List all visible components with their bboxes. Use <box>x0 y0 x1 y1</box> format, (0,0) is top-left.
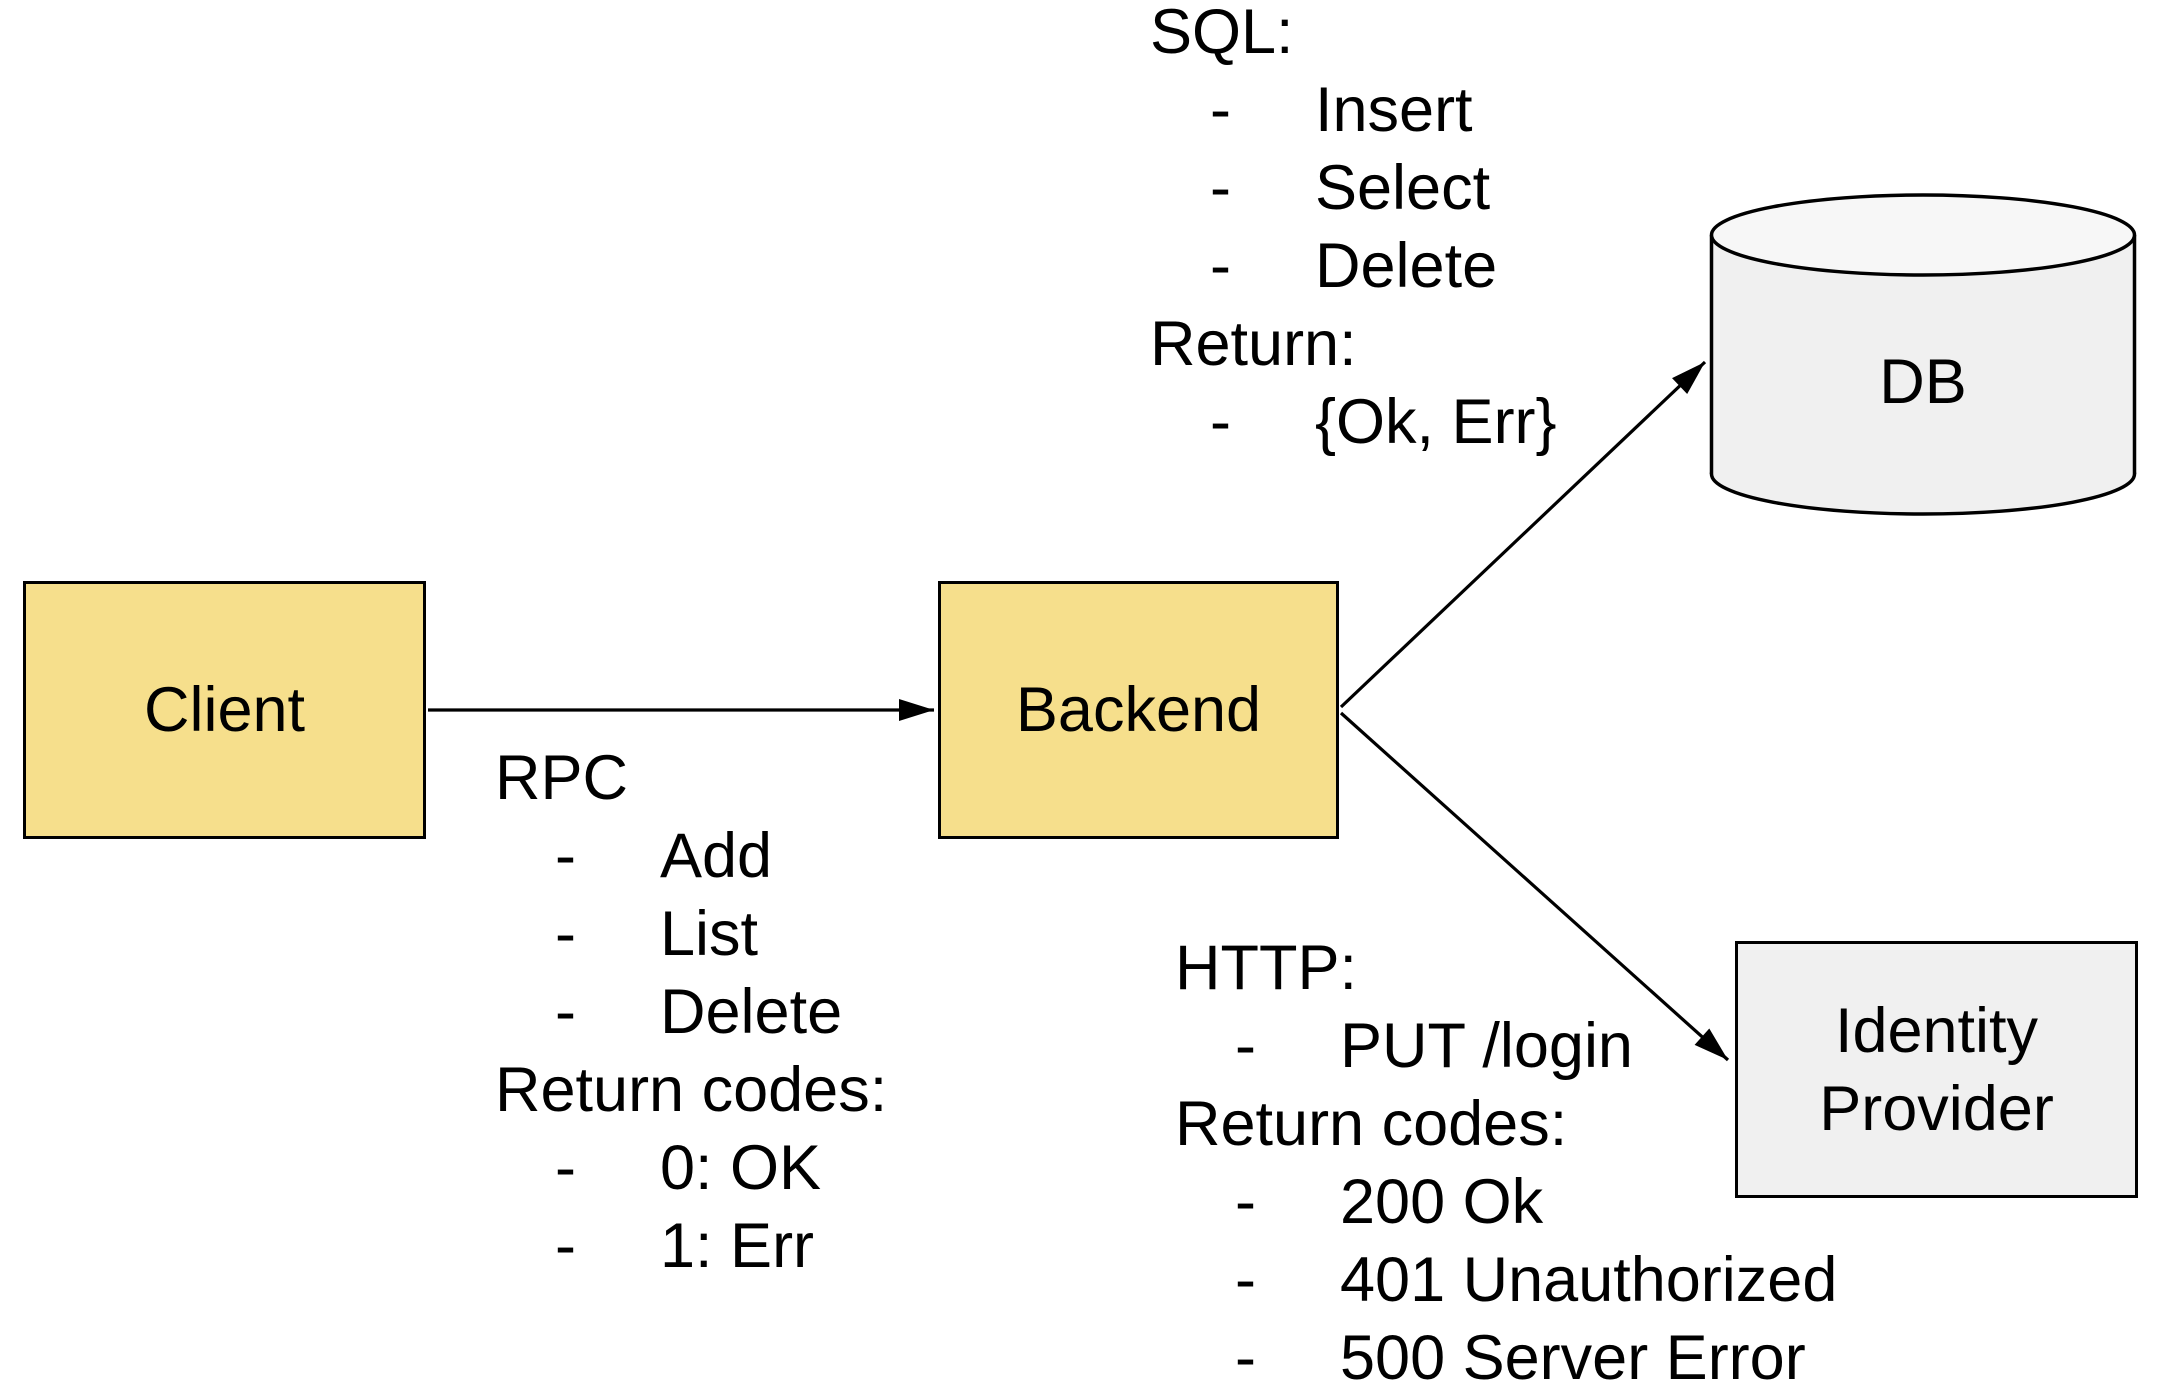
backend-label: Backend <box>1015 675 1262 745</box>
annotation-item: - 0: OK <box>495 1129 887 1207</box>
annotation-item-text: 200 Ok <box>1340 1167 1544 1237</box>
annotation-title: HTTP: <box>1175 933 1357 1003</box>
identity-provider-node: Identity Provider <box>1735 941 2138 1198</box>
bullet-dash: - <box>555 821 576 891</box>
annotation-subtitle: Return: <box>1150 309 1357 379</box>
identity-provider-label-line2: Provider <box>1819 1073 2054 1144</box>
client-node: Client <box>23 581 426 839</box>
annotation-item: - Select <box>1150 149 1557 227</box>
bullet-dash: - <box>1210 153 1231 223</box>
bullet-dash: - <box>1235 1011 1256 1081</box>
annotation-item: - 401 Unauthorized <box>1175 1241 1837 1319</box>
bullet-dash: - <box>1235 1323 1256 1393</box>
annotation-title: SQL: <box>1150 0 1294 67</box>
annotation-item: - List <box>495 895 887 973</box>
annotation-item: - Delete <box>1150 227 1557 305</box>
annotation-item-text: 500 Server Error <box>1340 1323 1806 1393</box>
bullet-dash: - <box>555 977 576 1047</box>
annotation-item-text: List <box>660 899 759 969</box>
bullet-dash: - <box>555 1211 576 1281</box>
bullet-dash: - <box>1210 75 1231 145</box>
bullet-dash: - <box>555 1133 576 1203</box>
annotation-item-text: 401 Unauthorized <box>1340 1245 1838 1315</box>
annotation-title: RPC <box>495 743 629 813</box>
sql-annotation: SQL: - Insert - Select - Delete Return: … <box>1150 0 1557 461</box>
backend-node: Backend <box>938 581 1339 839</box>
identity-provider-label: Identity Provider <box>1819 992 2054 1148</box>
bullet-dash: - <box>1235 1167 1256 1237</box>
annotation-item: - 200 Ok <box>1175 1163 1837 1241</box>
annotation-item: - PUT /login <box>1175 1007 1837 1085</box>
identity-provider-label-line1: Identity <box>1834 995 2039 1066</box>
bullet-dash: - <box>1210 231 1231 301</box>
annotation-item-text: Delete <box>660 977 843 1047</box>
annotation-item-text: Add <box>660 821 773 891</box>
bullet-dash: - <box>1210 387 1231 457</box>
annotation-item: - 500 Server Error <box>1175 1319 1837 1397</box>
annotation-item-text: 0: OK <box>660 1133 822 1203</box>
client-label: Client <box>143 675 306 745</box>
annotation-item: - {Ok, Err} <box>1150 383 1557 461</box>
bullet-dash: - <box>1235 1245 1256 1315</box>
annotation-item-text: 1: Err <box>660 1211 815 1281</box>
annotation-item: - Insert <box>1150 71 1557 149</box>
http-annotation: HTTP: - PUT /login Return codes: - 200 O… <box>1175 929 1837 1397</box>
annotation-item: - Delete <box>495 973 887 1051</box>
annotation-item: - Add <box>495 817 887 895</box>
bullet-dash: - <box>555 899 576 969</box>
annotation-item-text: Select <box>1315 153 1491 223</box>
annotation-subtitle: Return codes: <box>495 1055 888 1125</box>
annotation-item-text: {Ok, Err} <box>1315 387 1557 457</box>
db-cylinder <box>1709 193 2137 516</box>
annotation-subtitle: Return codes: <box>1175 1089 1568 1159</box>
annotation-item: - 1: Err <box>495 1207 887 1285</box>
annotation-item-text: Insert <box>1315 75 1473 145</box>
annotation-item-text: PUT /login <box>1340 1011 1633 1081</box>
annotation-item-text: Delete <box>1315 231 1498 301</box>
rpc-annotation: RPC - Add - List - Delete Return codes: … <box>495 739 887 1285</box>
db-label: DB <box>1879 347 1967 417</box>
